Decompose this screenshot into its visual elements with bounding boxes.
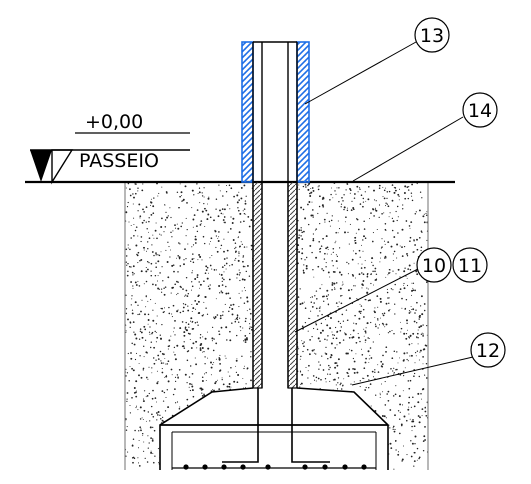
excavation-outline (124, 182, 429, 470)
concrete-fill-texture (125, 182, 428, 470)
footing (159, 387, 389, 470)
callout-10: 10 (416, 247, 452, 283)
embedded-shaft-walls (252, 181, 298, 389)
callout-11-label: 11 (458, 255, 482, 277)
level-value-text: +0,00 (85, 111, 143, 133)
callout-12: 12 (470, 332, 506, 368)
callout-14-label: 14 (468, 100, 492, 122)
callout-10-label: 10 (422, 255, 446, 277)
callout-14: 14 (462, 92, 498, 128)
level-marker: +0,00 PASSEIO (30, 111, 190, 185)
level-name-text: PASSEIO (79, 150, 159, 172)
protective-tube (241, 41, 310, 183)
leader-lines (294, 41, 474, 386)
rebar (172, 388, 376, 469)
callout-13: 13 (414, 17, 450, 53)
callout-13-label: 13 (420, 25, 444, 47)
callout-11: 11 (452, 247, 488, 283)
rebar-dots (183, 464, 367, 470)
callout-12-label: 12 (476, 340, 500, 362)
